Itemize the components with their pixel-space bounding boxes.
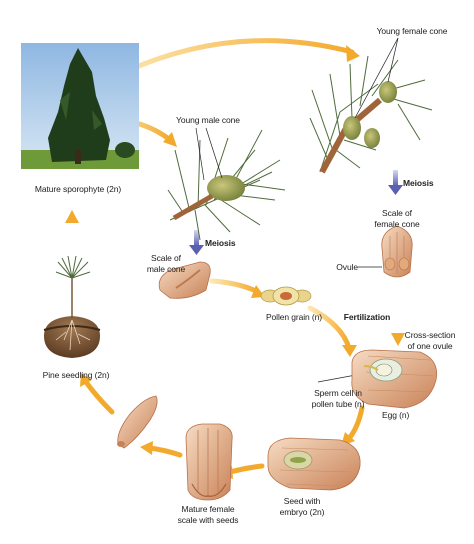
mature-female-scale [185,423,233,501]
meiosis-arrows [189,170,403,255]
female-cone-2 [379,81,397,103]
winged-seed [117,395,158,449]
female-cone-3 [364,128,380,148]
label-seed-with-embryo: Seed with embryo (2n) [279,496,325,517]
label-fertilization: Fertilization [343,312,391,322]
label-pollen-grain: Pollen grain (n) [265,312,323,322]
male-cone-branch [167,129,286,241]
male-scale [158,261,211,299]
label-scale-female-cone: Scale of female cone [374,208,420,229]
female-scale [381,225,413,278]
label-ovule: Ovule [336,262,358,272]
mature-tree-photo [21,43,139,169]
female-cone-branch [309,55,433,173]
female-cone-1 [343,116,361,140]
pine-seedling [43,255,101,358]
label-meiosis-female: Meiosis [403,178,434,188]
male-cone [207,175,245,201]
label-meiosis-male: Meiosis [205,238,236,248]
label-scale-male-cone: Scale of male cone [146,253,186,274]
male-branch-stem [172,193,214,221]
label-cross-section: Cross-section of one ovule [404,330,456,351]
label-pine-seedling: Pine seedling (2n) [42,370,110,380]
label-egg: Egg (n) [382,410,410,420]
ovule-cross-section [351,349,438,409]
label-young-female-cone: Young female cone [376,26,448,36]
pollen-grain [260,286,312,306]
seed-with-embryo [267,437,361,491]
label-mature-sporophyte: Mature sporophyte (2n) [34,184,122,194]
label-young-male-cone: Young male cone [176,115,240,125]
label-sperm-cell: Sperm cell in pollen tube (n) [311,388,365,409]
label-mature-female-scale: Mature female scale with seeds [177,504,239,525]
